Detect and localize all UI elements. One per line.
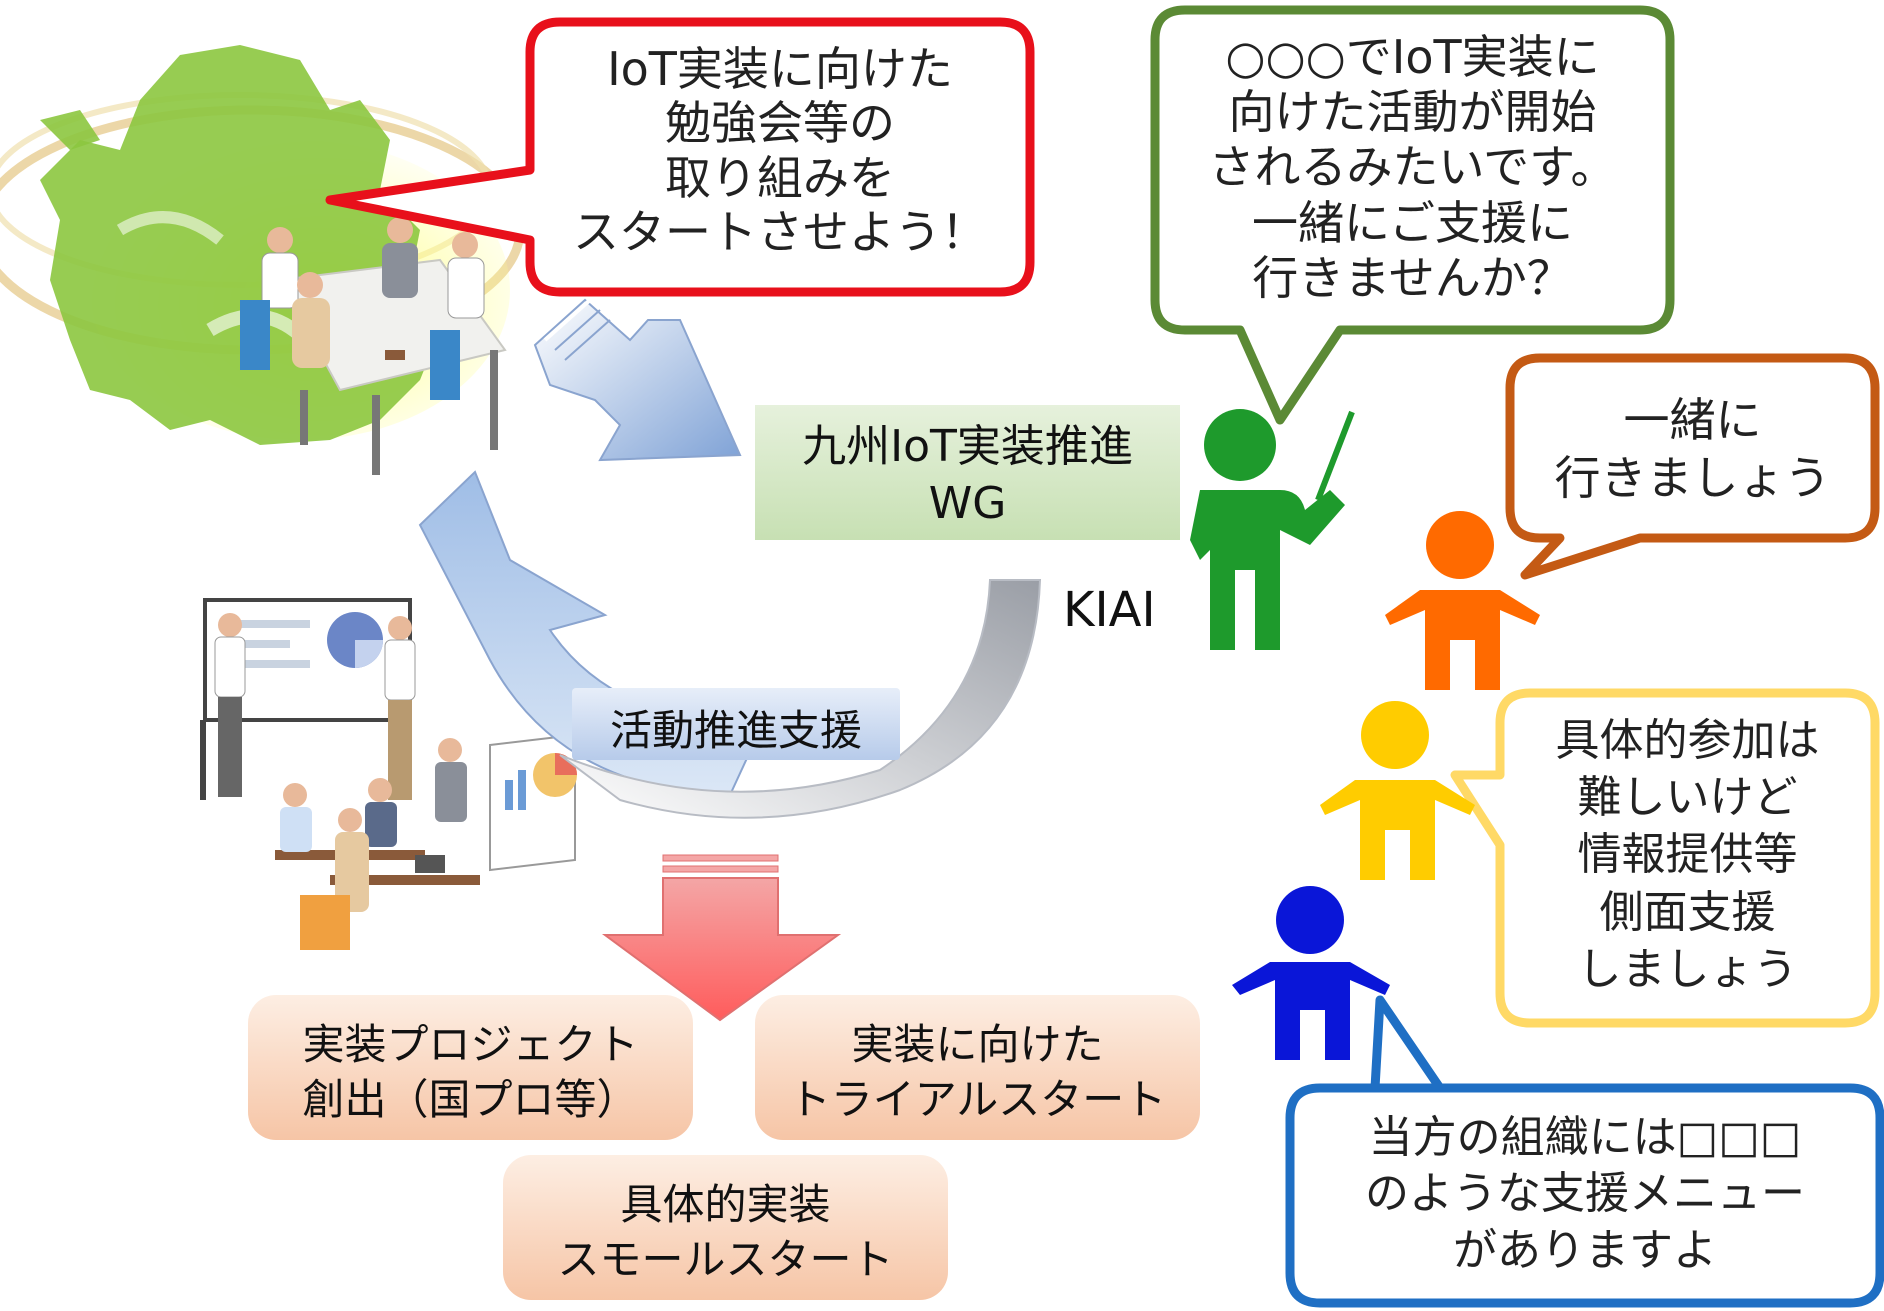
bubble-yellow-line: 難しいけど [1577, 772, 1798, 824]
person-orange [1385, 511, 1540, 690]
bubble-yellow [1450, 688, 1880, 1028]
outcome-line: スモールスタート [557, 1234, 894, 1284]
outcome-2-text: 実装に向けた トライアルスタート [755, 1018, 1200, 1127]
bubble-orange-line: 一緒に [1623, 393, 1762, 447]
bubble-red-text: IoT実装に向けた 勉強会等の 取り組みを スタートさせよう！ [540, 42, 1020, 259]
presentation-illustration [200, 598, 577, 950]
person-green-pointer [1190, 409, 1355, 650]
bubble-blue-line: 当方の組織には□□□ [1368, 1112, 1802, 1163]
wg-title-line: WG [928, 478, 1007, 530]
bubble-yellow-line: 具体的参加は [1555, 715, 1820, 766]
bubble-yellow-line: 側面支援 [1599, 886, 1776, 938]
person-yellow [1320, 701, 1475, 880]
kiai-label: KIAI [1063, 582, 1156, 638]
bubble-green-line: ○○○でIoT実装に [1225, 30, 1600, 84]
meeting-illustration [240, 217, 507, 475]
bubble-red-line: スタートさせよう！ [573, 204, 987, 259]
person-blue [1232, 886, 1390, 1060]
outcome-line: 実装に向けた [851, 1020, 1104, 1069]
down-arrow [601, 854, 842, 1022]
bubble-blue [1285, 995, 1884, 1308]
bubble-blue-text: 当方の組織には□□□ のような支援メニュー がありますよ [1295, 1110, 1875, 1279]
outcome-1-text: 実装プロジェクト 創出（国プロ等） [248, 1018, 693, 1127]
bubble-yellow-line: 情報提供等 [1577, 829, 1798, 881]
outcome-line: トライアルスタート [788, 1074, 1167, 1124]
outcome-box-2 [755, 995, 1200, 1140]
bubble-green-line: 向けた活動が開始 [1228, 85, 1597, 140]
outcome-line: 実装プロジェクト [302, 1020, 639, 1069]
bubble-green [1150, 5, 1675, 425]
bubble-red-line: 取り組みを [665, 150, 895, 205]
bubble-green-line: されるみたいです。 [1208, 140, 1617, 195]
outcome-line: 具体的実装 [620, 1180, 831, 1229]
bubble-yellow-text: 具体的参加は 難しいけど 情報提供等 側面支援 しましょう [1505, 712, 1870, 998]
wg-title-line: 九州IoT実装推進 [802, 421, 1133, 472]
cycle-arrows [418, 298, 1042, 819]
bubble-green-line: 行きませんか？ [1252, 250, 1573, 305]
outcome-box-3 [503, 1155, 948, 1300]
outcome-line: 創出（国プロ等） [302, 1074, 639, 1124]
cycle-label: 活動推進支援 [609, 706, 862, 755]
wg-box-text: 九州IoT実装推進 WG [755, 418, 1180, 532]
bubble-orange-line: 行きましょう [1554, 450, 1831, 505]
bubble-red [325, 17, 1035, 297]
bubble-blue-line: がありますよ [1453, 1224, 1717, 1276]
bubble-orange [1505, 353, 1880, 580]
bubble-yellow-line: しましょう [1577, 943, 1798, 995]
bubble-green-text: ○○○でIoT実装に 向けた活動が開始 されるみたいです。 一緒にご支援に 行き… [1165, 30, 1660, 306]
bubble-red-line: IoT実装に向けた [607, 42, 953, 96]
bubble-green-line: 一緒にご支援に [1251, 195, 1574, 250]
bubble-red-line: 勉強会等の [665, 96, 895, 151]
cycle-label-box [572, 688, 900, 760]
bubble-blue-line: のような支援メニュー [1365, 1168, 1805, 1220]
outcome-3-text: 具体的実装 スモールスタート [503, 1178, 948, 1287]
outcome-box-1 [248, 995, 693, 1140]
wg-box [755, 405, 1180, 540]
bubble-orange-text: 一緒に 行きましょう [1515, 392, 1870, 507]
